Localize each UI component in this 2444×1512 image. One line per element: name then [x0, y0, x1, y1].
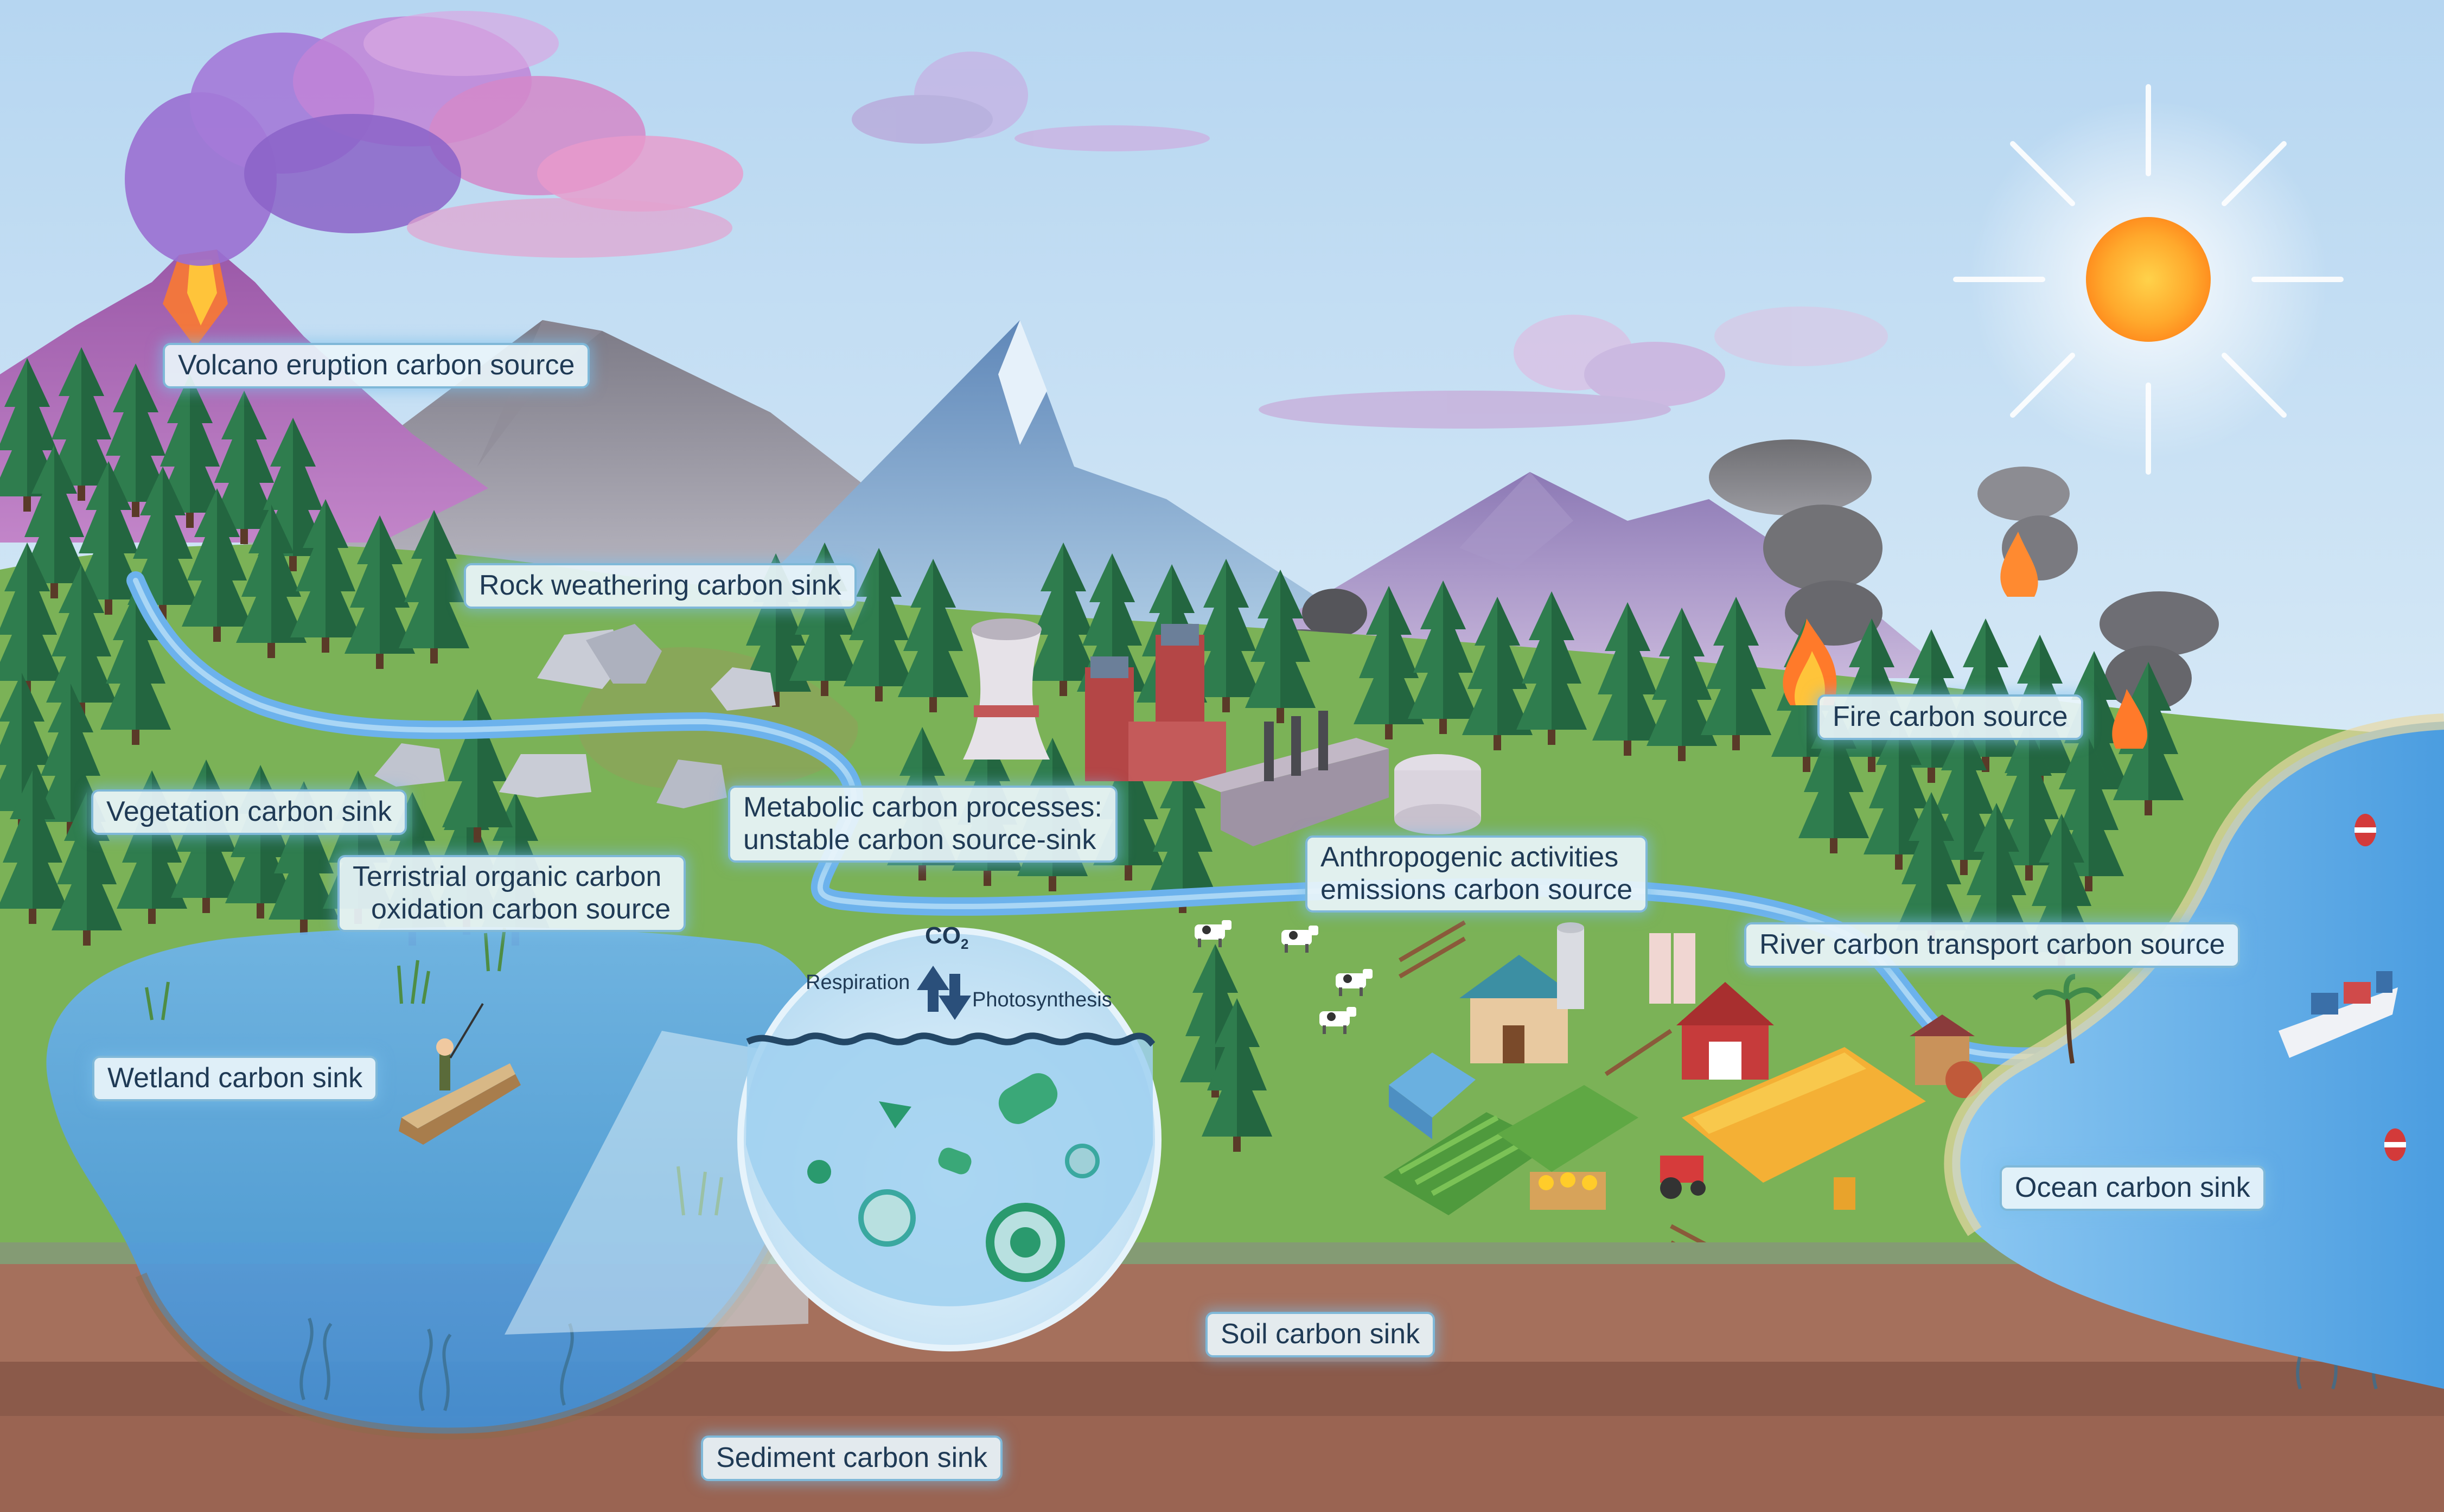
label-rock-weathering-carbon-sink: Rock weathering carbon sink: [464, 563, 857, 609]
silos: [1557, 922, 1695, 1009]
label-vegetation-carbon-sink: Vegetation carbon sink: [91, 789, 407, 835]
magnifier-beam: [505, 1031, 808, 1335]
label-wetland-carbon-sink: Wetland carbon sink: [92, 1056, 378, 1101]
rocks: [374, 624, 776, 808]
terrestrial-line1: Terristrial organic carbon: [353, 861, 662, 892]
label-anthropogenic-emissions: Anthropogenic activities emissions carbo…: [1305, 835, 1648, 913]
fire-flames: [1783, 532, 2148, 749]
cloud-icon: [852, 52, 1210, 151]
farmhouse: [1459, 955, 1579, 1063]
factory: [1194, 711, 1481, 846]
co2-subscript: 2: [961, 935, 969, 952]
label-ocean-carbon-sink: Ocean carbon sink: [2000, 1165, 2266, 1211]
barn: [1676, 982, 1774, 1080]
label-fire-carbon-source: Fire carbon source: [1817, 694, 2083, 740]
label-sediment-carbon-sink: Sediment carbon sink: [701, 1436, 1003, 1481]
cloud-icon: [1259, 307, 1888, 429]
co2-label: CO2: [925, 922, 968, 953]
anthropogenic-line1: Anthropogenic activities: [1320, 841, 1619, 873]
label-river-carbon-transport: River carbon transport carbon source: [1744, 922, 2241, 968]
boat-icon: [399, 1003, 521, 1145]
metabolic-line2: unstable carbon source-sink: [743, 824, 1096, 856]
anthropogenic-line2: emissions carbon source: [1320, 874, 1633, 905]
label-volcano-carbon-source: Volcano eruption carbon source: [163, 343, 590, 388]
watermill: [1910, 1015, 1982, 1098]
palm-tree-icon: [2032, 974, 2102, 1064]
photosynthesis-label: Photosynthesis: [972, 988, 1112, 1011]
microcosm-circle: [737, 927, 1162, 1351]
ship-icon: [2279, 971, 2398, 1058]
terrestrial-line2: oxidation carbon source: [371, 894, 671, 925]
ocean: [1952, 722, 2444, 1389]
fire-smoke: [1264, 439, 2219, 711]
tractor: [1660, 1156, 1706, 1199]
respiration-label: Respiration: [806, 971, 910, 994]
power-plant: [1085, 624, 1226, 781]
exchange-arrows-icon: [917, 966, 971, 1020]
microbe-icon: [807, 1073, 1100, 1282]
sun-icon: [1953, 84, 2344, 475]
metabolic-line1: Metabolic carbon processes:: [743, 792, 1102, 823]
co2-text: CO: [925, 922, 961, 949]
farm: [1383, 1047, 1926, 1215]
label-soil-carbon-sink: Soil carbon sink: [1205, 1312, 1435, 1357]
label-terrestrial-organic-carbon: Terristrial organic carbon oxidation car…: [337, 855, 686, 932]
buoy-icon: [2354, 814, 2406, 1161]
label-metabolic-carbon-processes: Metabolic carbon processes: unstable car…: [728, 786, 1118, 863]
greenhouse: [1389, 1052, 1476, 1139]
eruption-plume: [125, 11, 743, 266]
cooling-tower: [963, 618, 1050, 760]
